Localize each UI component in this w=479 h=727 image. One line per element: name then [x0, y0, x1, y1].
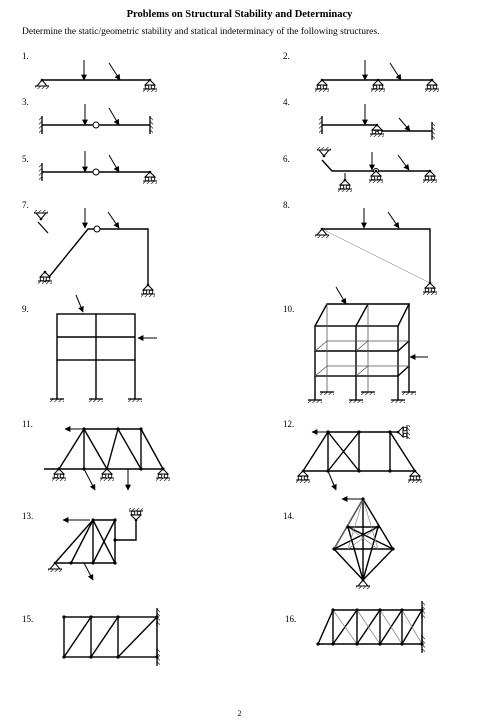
problem-number-14: 14.	[283, 511, 295, 521]
problem-number-7: 7.	[22, 200, 29, 210]
page-title: Problems on Structural Stability and Det…	[126, 9, 353, 20]
problem-number-16: 16.	[285, 614, 297, 624]
problem-number-3: 3.	[22, 97, 29, 107]
problem-number-4: 4.	[283, 97, 290, 107]
problem-number-5: 5.	[22, 154, 29, 164]
problem-number-6: 6.	[283, 154, 290, 164]
instruction-text: Determine the static/geometric stability…	[22, 27, 380, 37]
problem-number-12: 12.	[283, 419, 295, 429]
problem-number-13: 13.	[22, 511, 34, 521]
problem-number-9: 9.	[22, 304, 29, 314]
problem-number-10: 10.	[283, 304, 295, 314]
problem-number-1: 1.	[22, 51, 29, 61]
problem-number-11: 11.	[22, 419, 33, 429]
problem-number-8: 8.	[283, 200, 290, 210]
problem-number-2: 2.	[283, 51, 290, 61]
page-number: 2	[237, 709, 242, 718]
problem-number-15: 15.	[22, 614, 34, 624]
